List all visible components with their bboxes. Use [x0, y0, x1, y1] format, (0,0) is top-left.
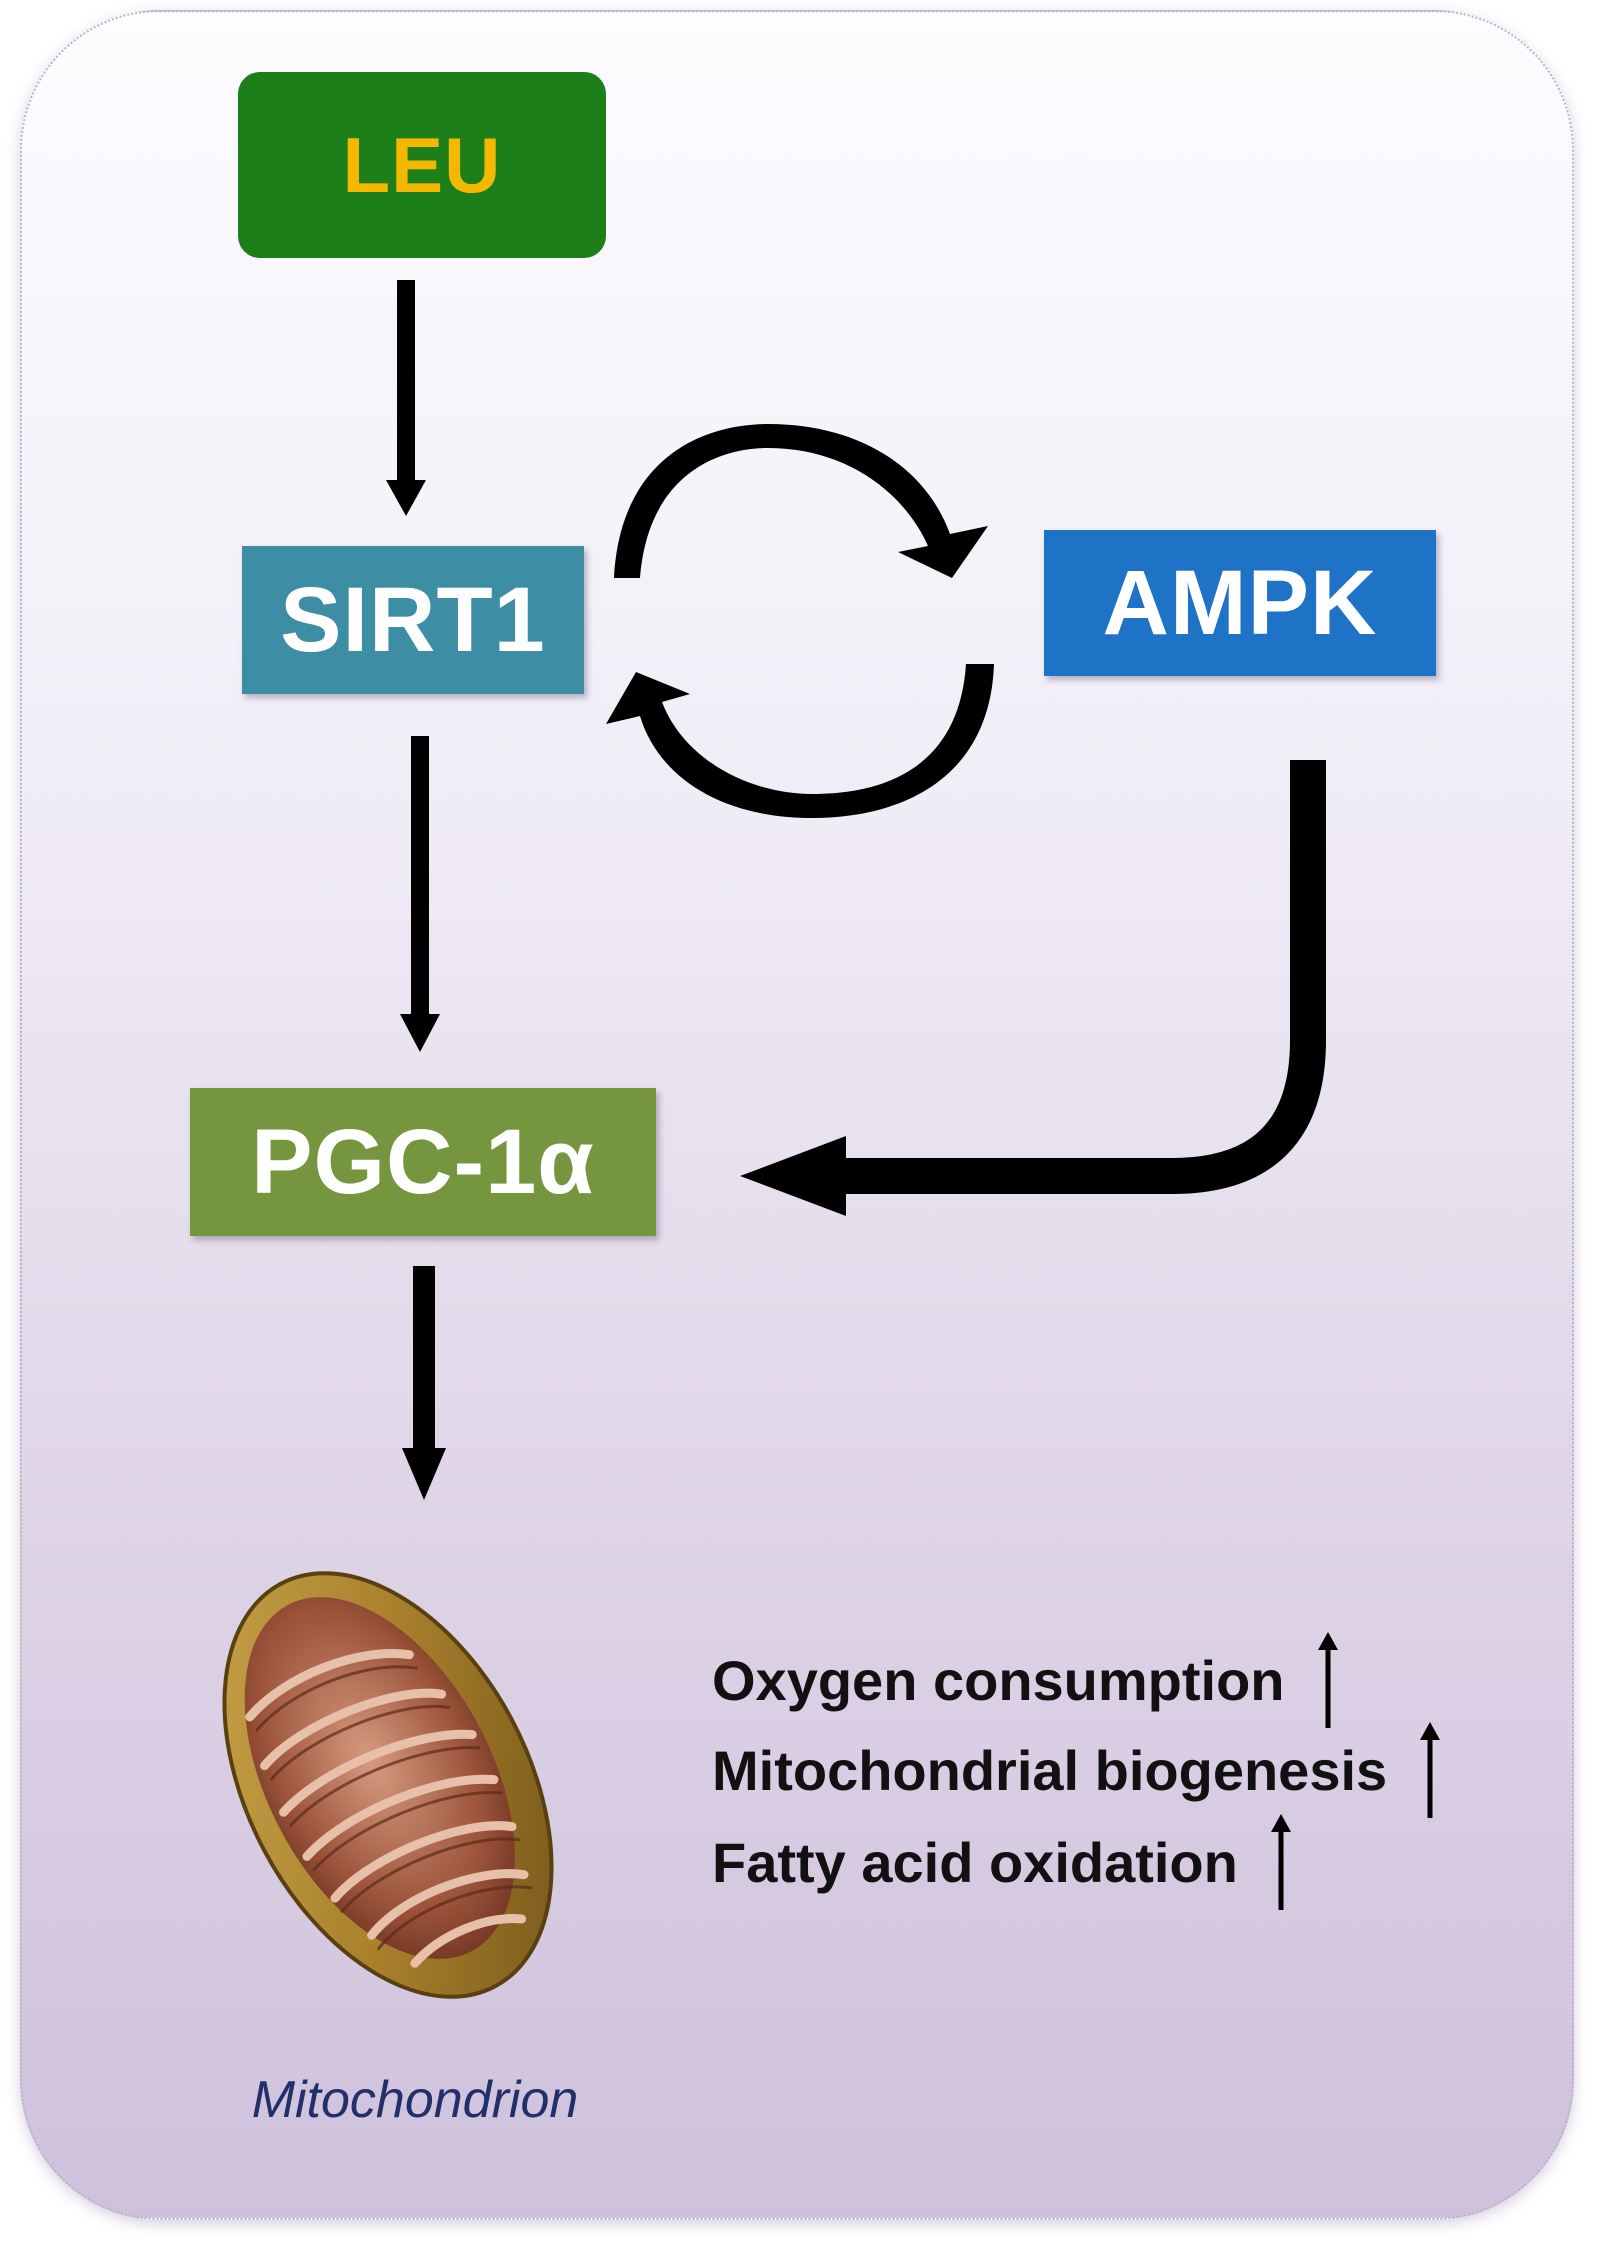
effect-label: Mitochondrial biogenesis — [712, 1738, 1388, 1802]
mitochondrion-caption: Mitochondrion — [251, 2071, 579, 2129]
effect-mitochondrial-biogenesis: Mitochondrial biogenesis — [712, 1722, 1443, 1818]
mitochondrion-illustration-icon — [222, 1571, 554, 1999]
up-arrow-icon — [1270, 1814, 1291, 1910]
ampk-label: AMPK — [1102, 551, 1378, 654]
leu-node: LEU — [238, 72, 606, 258]
sirt1-label: SIRT1 — [280, 568, 546, 671]
ampk-node: AMPK — [1044, 530, 1436, 676]
arrow-pgc1a-to-mitochondrion — [402, 1266, 446, 1500]
effect-oxygen-consumption: Oxygen consumption — [712, 1632, 1341, 1728]
leu-label: LEU — [342, 120, 502, 209]
up-arrow-icon — [1317, 1632, 1338, 1728]
cycle-arrow-ampk-to-sirt1 — [606, 664, 994, 818]
effect-fatty-acid-oxidation: Fatty acid oxidation — [712, 1814, 1294, 1910]
effect-label: Oxygen consumption — [712, 1648, 1285, 1712]
pgc1a-node: PGC-1α — [190, 1088, 656, 1236]
up-arrow-icon — [1420, 1722, 1441, 1818]
arrow-sirt1-to-pgc1a — [400, 736, 440, 1052]
sirt1-node: SIRT1 — [242, 546, 584, 694]
pgc1a-label: PGC-1α — [251, 1110, 595, 1213]
effect-label: Fatty acid oxidation — [712, 1830, 1238, 1894]
cycle-arrow-sirt1-to-ampk — [614, 424, 988, 578]
arrow-leu-to-sirt1 — [386, 280, 426, 516]
arrow-ampk-to-pgc1a — [740, 760, 1326, 1216]
